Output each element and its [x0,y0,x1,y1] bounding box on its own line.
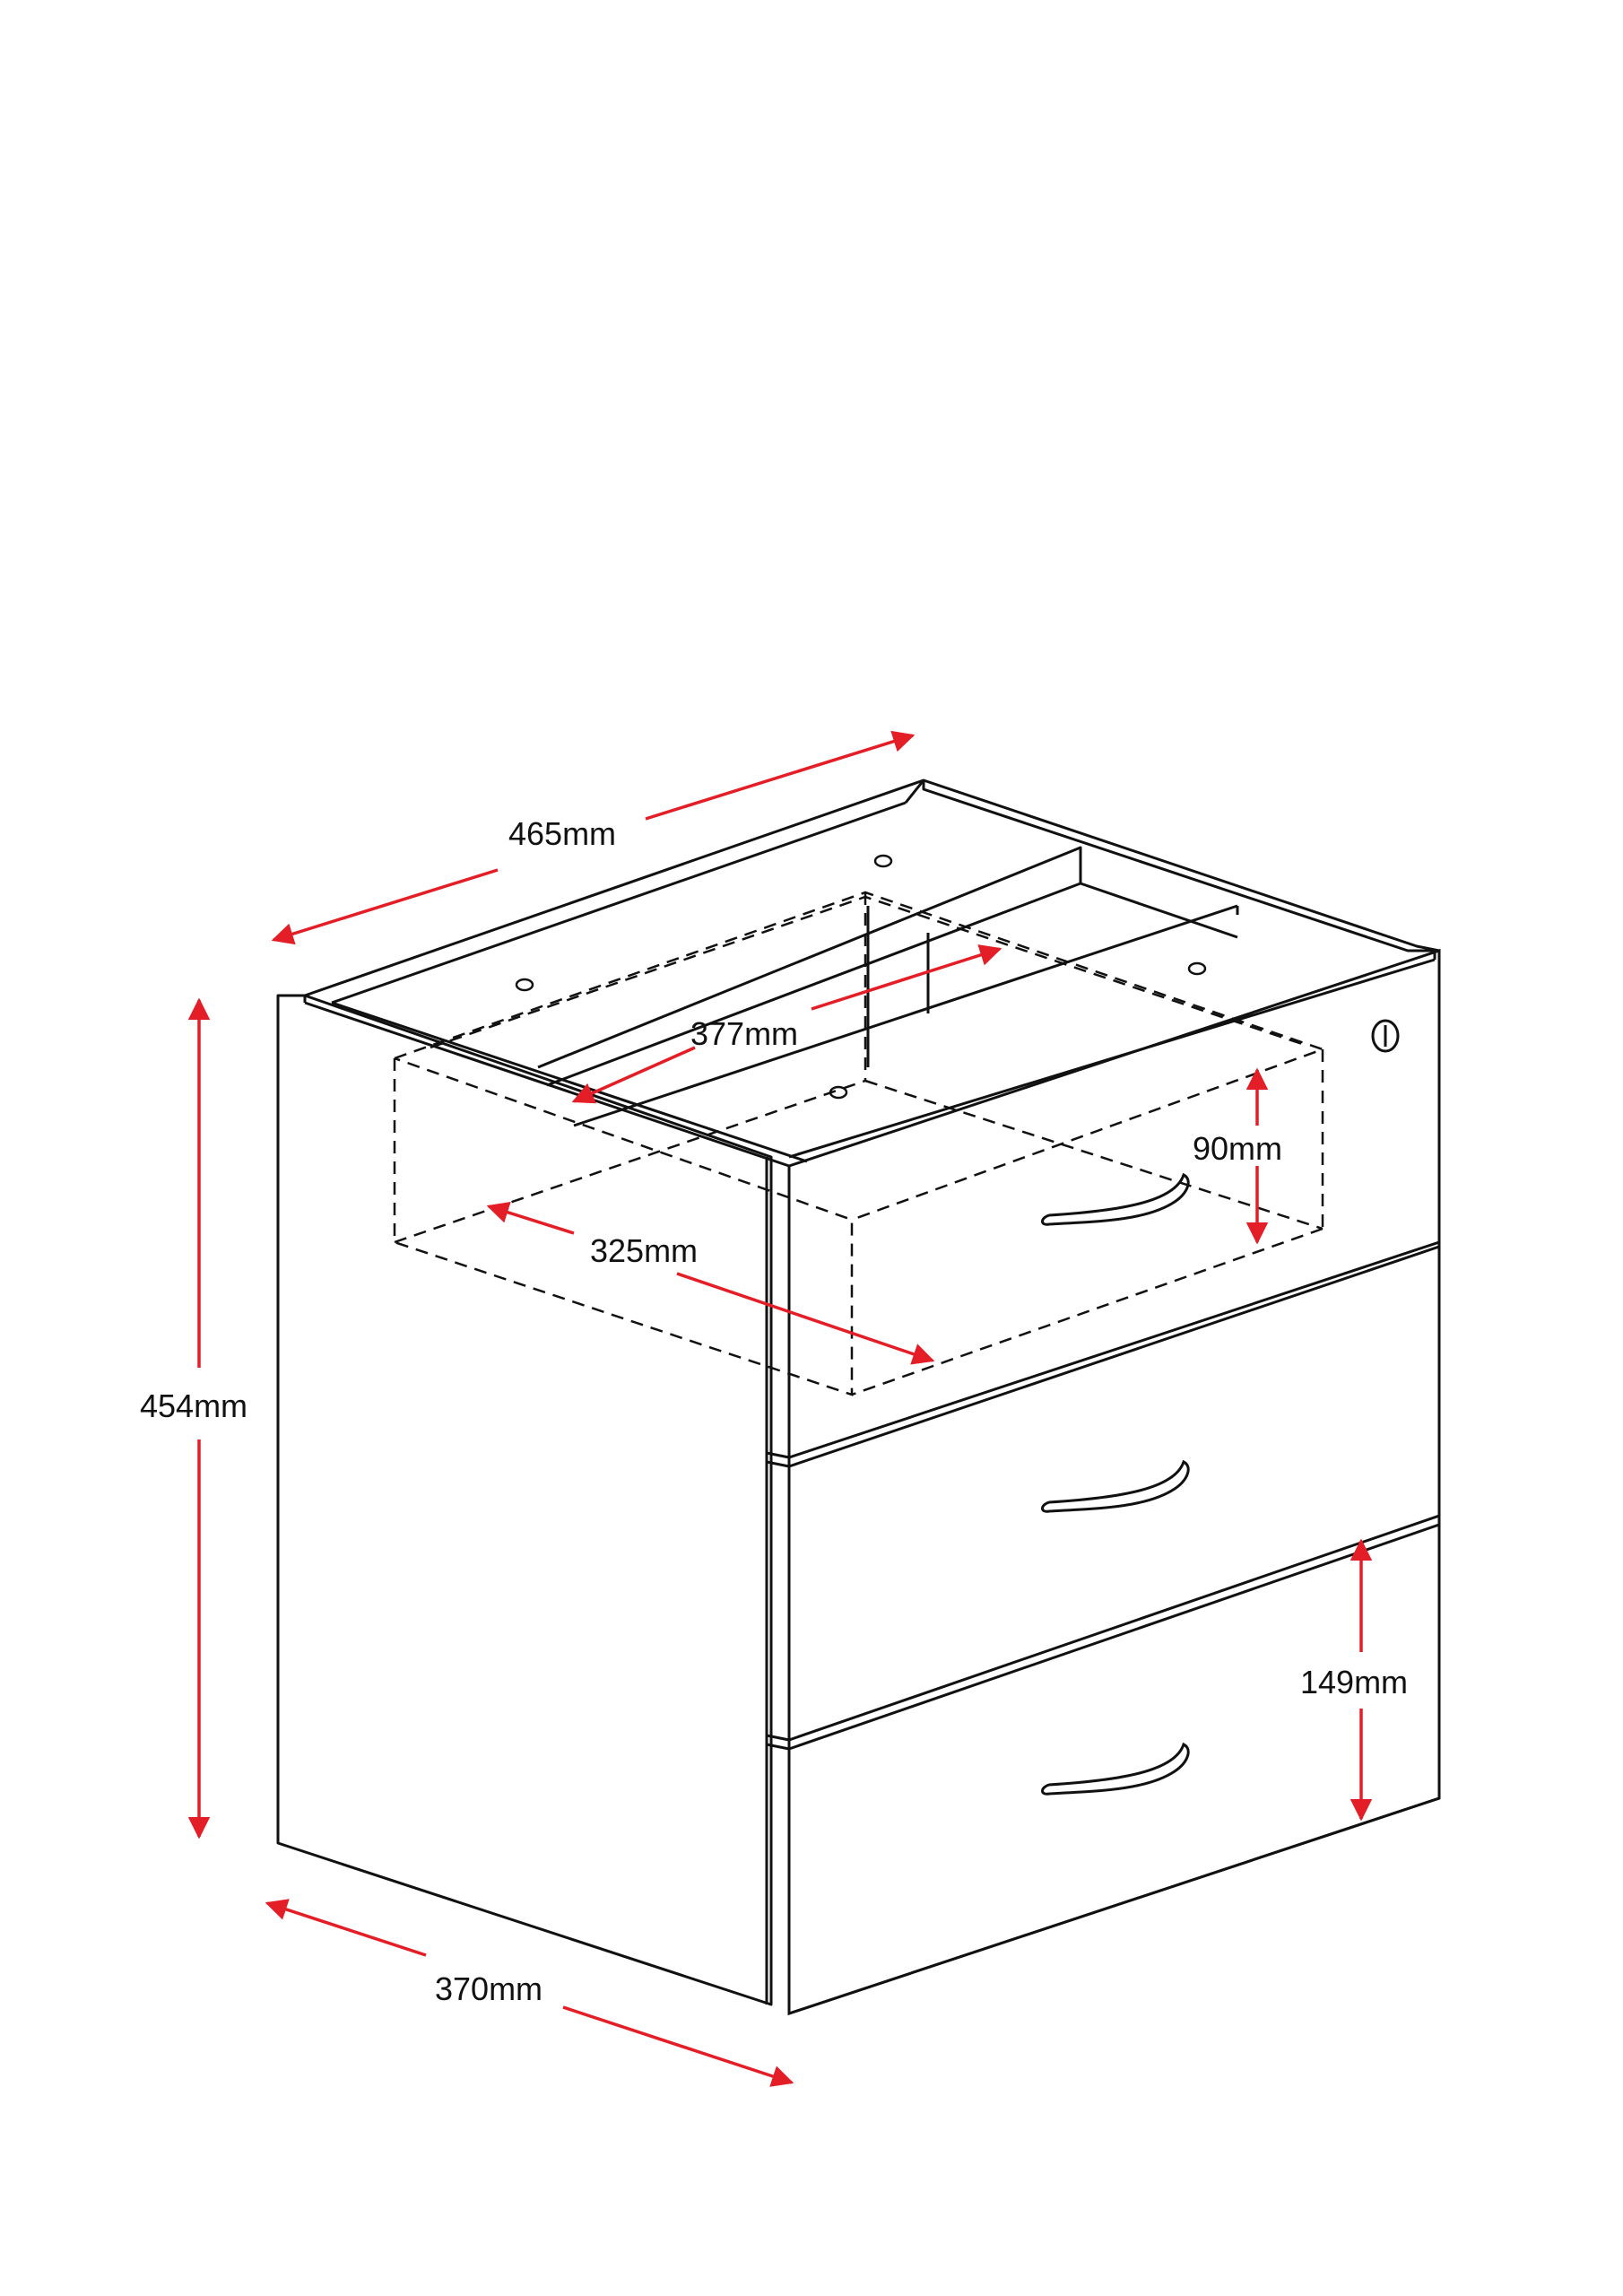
middle-drawer-front [787,1244,1441,1743]
drawer-fronts [766,948,1441,2016]
height-label: 454mm [140,1387,248,1424]
bottom-handle [1041,1742,1190,1796]
depth-arrow-right [562,2005,794,2087]
lock-icon [1371,1019,1400,1053]
width-arrow-right [645,730,916,821]
cabinet-body [276,778,1441,2015]
width-label: 465mm [508,815,617,852]
dimension-arrows [187,730,1373,2087]
inner-width-arrow-left [486,1201,575,1235]
inner-height-label: 90mm [1193,1130,1283,1167]
bottom-drawer-label: 149mm [1300,1664,1409,1700]
inner-width-arrow-right [676,1272,935,1365]
inner-width-label: 325mm [590,1232,699,1269]
top-drawer-front [787,948,1441,1460]
depth-label: 370mm [435,1970,543,2007]
middle-handle [1041,1459,1190,1513]
inner-depth-arrow-right [811,944,1002,1011]
width-arrow-left [271,868,499,945]
top-handle [1041,1172,1190,1226]
bottom-drawer-front [787,1522,1441,2016]
inner-depth-label: 377mm [690,1015,799,1052]
left-side-panel [276,994,773,2006]
inner-depth-arrow-left [571,1046,696,1104]
top-back-rail [304,778,1440,997]
drawer-handles [1041,1172,1190,1796]
depth-arrow-left [265,1899,427,1957]
drawer-inner-box [393,891,1326,1396]
